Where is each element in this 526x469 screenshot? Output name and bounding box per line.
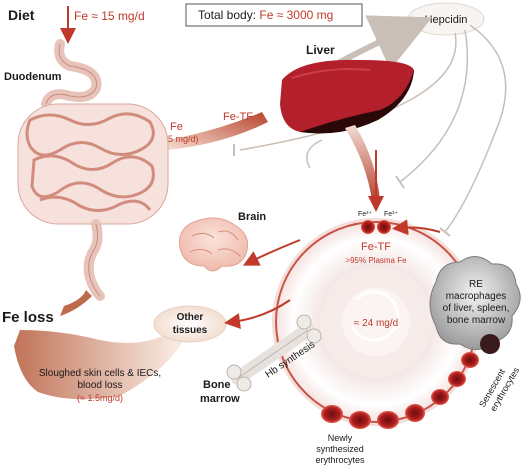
- liver-organ: [280, 59, 414, 133]
- brain-illustration: [178, 217, 249, 272]
- diet-intake: Fe ≈ 15 mg/d: [74, 9, 145, 23]
- hepcidin-inhibit-macrophage: [444, 24, 507, 233]
- macrophage-to-plasma-arrow: [392, 219, 441, 236]
- re-macrophage-line3: of liver, spleen,: [443, 303, 510, 314]
- fe-loss-cause2: blood loss: [77, 380, 122, 391]
- fe-tf-top-label: Fe-TF: [223, 111, 253, 123]
- hepcidin-loop: [306, 139, 323, 169]
- duodenum-to-liver-flow: [168, 112, 268, 150]
- re-macrophage-line4: bone marrow: [447, 315, 506, 326]
- erythrocyte-chain: [321, 352, 479, 429]
- liver-label: Liver: [306, 43, 335, 57]
- inhibit-bar-macrophage: [439, 227, 451, 237]
- erythrocyte: [321, 405, 343, 423]
- re-macrophage-line2: macrophages: [446, 291, 507, 302]
- duodenum-to-loss-flow: [60, 290, 92, 316]
- liver-to-plasma-flow: [345, 125, 380, 200]
- fe3-sphere-b: [377, 220, 391, 234]
- fe3-label-a: Fe³⁺: [358, 211, 373, 218]
- engulfed-erythrocyte: [480, 334, 500, 354]
- erythrocyte: [349, 411, 371, 429]
- erythrocyte: [405, 404, 425, 422]
- re-macrophage-line1: RE: [469, 279, 483, 290]
- re-macrophage-cell: [429, 256, 521, 350]
- fe-loss-flow: [14, 326, 186, 400]
- intestines-illustration: [17, 39, 169, 301]
- fe3-sphere-a: [361, 220, 375, 234]
- plasma-to-brain-arrow: [242, 239, 301, 266]
- hepcidin-inhibit-transport: [399, 29, 469, 183]
- duodenum-fe-rate: (≈ 1.5 mg/d): [150, 134, 198, 144]
- hepcidin-label: Hepcidin: [425, 14, 468, 26]
- hepcidin-inhibit-duodenum: [239, 32, 457, 151]
- erythrocyte: [431, 389, 449, 405]
- bone-marrow-line2: marrow: [200, 393, 240, 405]
- inner-cycle-arrow: [350, 290, 400, 342]
- fe3-label-b: Fe³⁺: [384, 211, 399, 218]
- bone-marrow-line1: Bone: [203, 379, 231, 391]
- inhibit-bar-transport: [395, 175, 405, 189]
- circulation-rate: ≈ 24 mg/d: [354, 318, 398, 329]
- plasma-fe-label: >95% Plasma Fe: [345, 256, 407, 265]
- erythrocyte: [377, 411, 399, 429]
- duodenum-fe-label: Fe: [170, 121, 183, 133]
- plasma-to-tissues-arrow: [224, 299, 291, 329]
- brain-label: Brain: [238, 211, 266, 223]
- erythrocyte: [448, 371, 466, 387]
- fe-tf-center-label: Fe-TF: [361, 241, 391, 253]
- liver-shadow: [300, 70, 414, 134]
- fe-loss-cause: Sloughed skin cells & IECs,: [39, 368, 161, 379]
- diet-label: Diet: [8, 7, 35, 23]
- newly-synth-line3: erythrocytes: [315, 455, 365, 465]
- fe-loss-label: Fe loss: [2, 309, 54, 326]
- duodenum-label: Duodenum: [4, 71, 62, 83]
- other-tissues-line1: Other: [177, 312, 204, 323]
- fe-loss-rate: (≈ 1.5mg/d): [77, 393, 123, 403]
- total-body-text: Total body: Fe ≈ 3000 mg: [198, 8, 333, 22]
- newly-synth-line1: Newly: [328, 433, 353, 443]
- other-tissues-line2: tissues: [173, 325, 208, 336]
- erythrocyte: [461, 352, 479, 368]
- bone-illustration: [226, 314, 322, 392]
- newly-synth-line2: synthesized: [316, 444, 364, 454]
- total-body-box: [185, 3, 363, 27]
